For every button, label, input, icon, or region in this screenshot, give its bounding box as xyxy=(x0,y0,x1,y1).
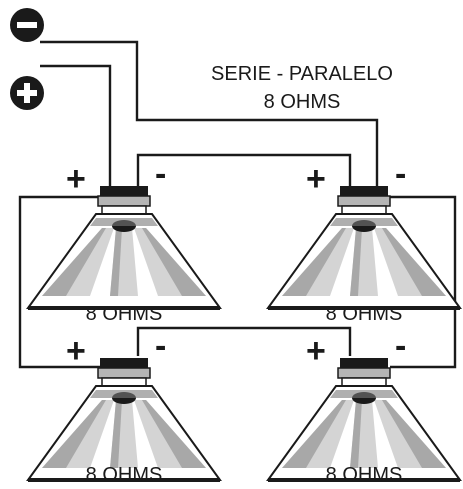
wire-bottom-link xyxy=(136,326,352,356)
diagram-impedance-total: 8 OHMS xyxy=(264,91,341,113)
speaker-4-impedance: 8 OHMS xyxy=(326,464,403,486)
speaker-2-plus-label: + xyxy=(306,160,326,198)
wire-top-link xyxy=(136,153,352,186)
speaker-4-plus-label: + xyxy=(306,332,326,370)
speaker-1 xyxy=(27,185,221,311)
source-positive-terminal-icon xyxy=(10,76,44,110)
speaker-2-minus-label: - xyxy=(395,155,406,193)
wire-source-negative xyxy=(40,40,379,186)
speaker-3-impedance: 8 OHMS xyxy=(86,464,163,486)
diagram-title: SERIE - PARALELO xyxy=(211,63,393,85)
wiring xyxy=(18,40,457,369)
speaker-2 xyxy=(267,185,461,311)
speaker-1-minus-label: - xyxy=(155,155,166,193)
wire-left-link xyxy=(18,195,110,369)
speaker-4-minus-label: - xyxy=(395,327,406,365)
source-negative-terminal-icon xyxy=(10,8,44,42)
speaker-3-plus-label: + xyxy=(66,332,86,370)
speaker-2-impedance: 8 OHMS xyxy=(326,303,403,325)
wire-source-positive xyxy=(40,64,112,186)
speaker-1-plus-label: + xyxy=(66,160,86,198)
wire-right-link xyxy=(390,195,457,369)
speaker-1-impedance: 8 OHMS xyxy=(86,303,163,325)
speaker-3-minus-label: - xyxy=(155,327,166,365)
